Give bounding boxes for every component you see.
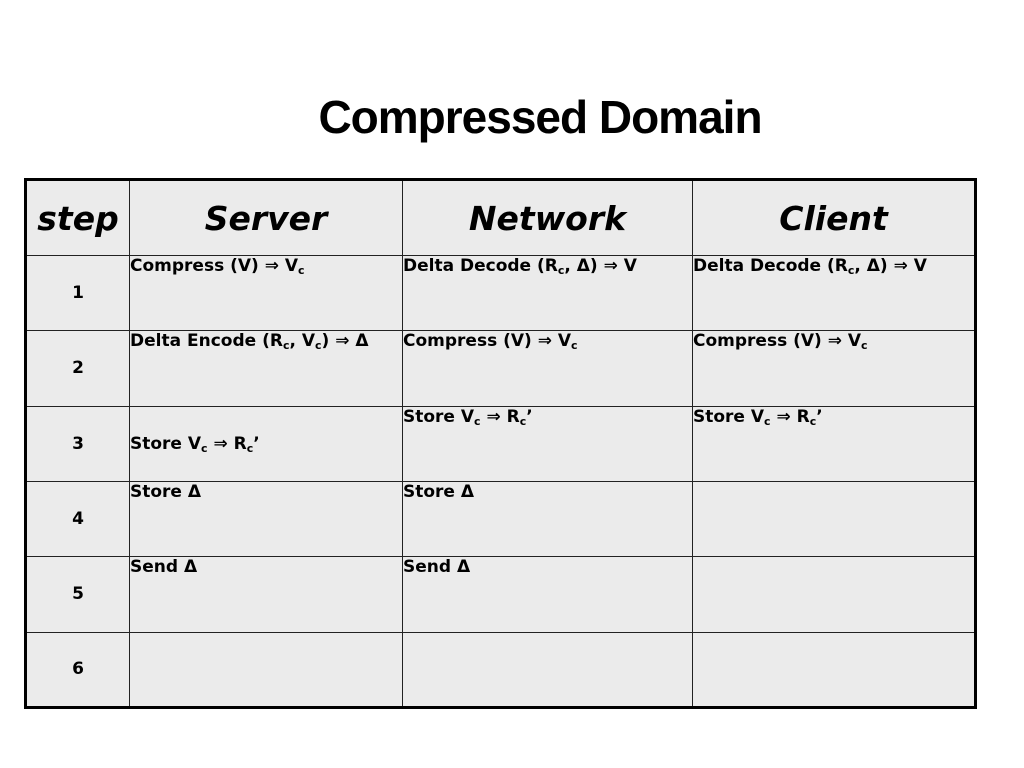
cell-subscript: c: [557, 264, 565, 277]
server-cell: Compress (V) ⇒ Vc: [129, 254, 403, 332]
cell-text: Delta Encode (R: [130, 331, 283, 352]
cell-text: , Δ) ⇒ V: [854, 256, 927, 276]
header-server: Server: [129, 179, 403, 256]
server-cell: Store Δ: [129, 480, 403, 558]
step-number: 5: [25, 556, 130, 633]
header-step: step: [25, 179, 130, 256]
server-cell: Delta Encode (Rc, Vc) ⇒ Δ: [129, 330, 403, 407]
cell-text: Store V: [693, 406, 765, 427]
cell-text: Compress (V) ⇒ V: [130, 256, 299, 276]
step-number: 6: [25, 631, 130, 709]
cell-text: Store Δ: [130, 481, 202, 502]
cell-subscript: c: [847, 264, 855, 277]
cell-subscript: c: [809, 414, 817, 428]
cell-text: ’: [816, 406, 823, 427]
client-cell: Compress (V) ⇒ Vc: [692, 330, 976, 407]
step-number: 4: [25, 480, 130, 558]
network-cell: Send Δ: [402, 556, 693, 633]
step-number: 1: [25, 254, 130, 332]
cell-text: Store Δ: [403, 481, 475, 502]
cell-subscript: c: [474, 414, 481, 428]
network-cell: Delta Decode (Rc, Δ) ⇒ V: [402, 254, 693, 332]
network-cell: Store Vc ⇒ Rc’: [402, 405, 693, 482]
client-cell: [692, 631, 976, 709]
header-network: Network: [402, 179, 693, 256]
header-client: Client: [692, 179, 976, 256]
step-number: 3: [25, 405, 130, 482]
cell-subscript: c: [571, 339, 578, 353]
cell-subscript: c: [201, 441, 208, 455]
header-row: step Server Network Client: [25, 179, 976, 256]
network-cell: Compress (V) ⇒ Vc: [402, 330, 693, 407]
cell-text: Store V: [130, 433, 202, 454]
cell-text: ⇒ R: [770, 406, 810, 427]
cell-text: , V: [289, 331, 316, 352]
network-cell: [402, 631, 693, 709]
cell-text: Store V: [403, 406, 475, 427]
cell-text: Delta Decode (R: [693, 256, 848, 276]
cell-subscript: c: [315, 339, 322, 353]
cell-text: ’: [526, 406, 533, 427]
client-cell: [692, 556, 976, 633]
cell-subscript: c: [298, 264, 305, 277]
slide-title: Compressed Domain: [318, 91, 762, 143]
cell-text: ⇒ R: [207, 433, 247, 454]
step-number: 2: [25, 330, 130, 407]
cell-subscript: c: [861, 339, 868, 353]
server-cell: [129, 631, 403, 709]
cell-text: Compress (V) ⇒ V: [403, 331, 572, 352]
cell-subscript: c: [519, 414, 527, 428]
server-cell: Send Δ: [129, 556, 403, 633]
cell-text: Send Δ: [403, 557, 471, 578]
cell-text: , Δ) ⇒ V: [564, 256, 637, 276]
client-cell: [692, 480, 976, 558]
network-cell: Store Δ: [402, 480, 693, 558]
server-cell: Store Vc ⇒ Rc’: [129, 405, 403, 482]
cell-text: Send Δ: [130, 557, 198, 578]
client-cell: Store Vc ⇒ Rc’: [692, 405, 976, 482]
cell-text: ) ⇒ Δ: [321, 331, 369, 352]
cell-text: Compress (V) ⇒ V: [693, 331, 862, 352]
cell-text: ’: [253, 433, 260, 454]
cell-subscript: c: [764, 414, 771, 428]
cell-subscript: c: [246, 441, 254, 455]
table-row: 6: [25, 631, 976, 709]
cell-text: Delta Decode (R: [403, 256, 558, 276]
cell-text: ⇒ R: [480, 406, 520, 427]
client-cell: Delta Decode (Rc, Δ) ⇒ V: [692, 254, 976, 332]
cell-subscript: c: [282, 339, 290, 353]
